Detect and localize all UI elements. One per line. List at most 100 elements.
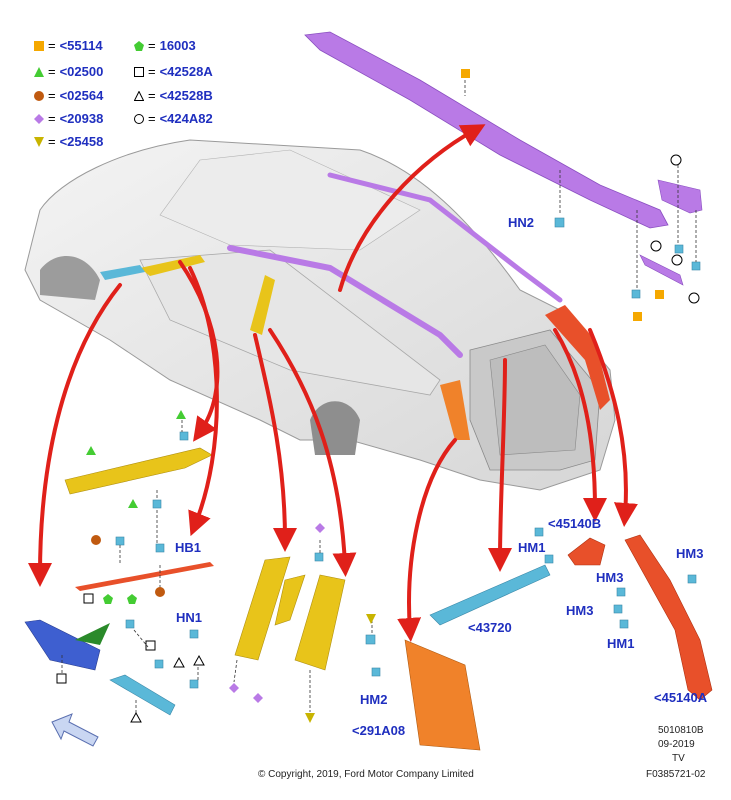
illustration-tv: TV	[672, 753, 685, 764]
leader-arrow-liftgate-upper	[553, 328, 607, 522]
square-outline-icon	[56, 673, 67, 684]
illustration-code: 5010810B	[658, 725, 704, 736]
legend-code: <42528A	[159, 64, 213, 79]
pentagon-icon	[134, 40, 144, 51]
callout-hm1-right: HM1	[607, 636, 635, 651]
sill-trim-green	[75, 623, 110, 645]
pentagon-icon	[127, 594, 137, 604]
diamond-icon	[253, 693, 263, 703]
square-outline-icon	[83, 593, 94, 604]
clip-icon	[674, 244, 684, 254]
clip-icon	[154, 659, 164, 669]
sill-on-body	[100, 265, 145, 280]
triangle-outline-icon	[130, 711, 142, 723]
triangle-outline-icon	[173, 656, 185, 668]
circle-outline-icon	[650, 240, 662, 252]
d-pillar-on-body	[440, 380, 470, 440]
legend-code: <02564	[59, 88, 104, 103]
leader-arrow-header	[178, 260, 220, 442]
leader-arrow-hb1	[188, 266, 219, 537]
callout-hb1: HB1	[175, 540, 202, 555]
callout-hm3-top: HM3	[676, 546, 704, 561]
diamond-icon	[315, 523, 325, 533]
triangle-icon	[128, 499, 138, 508]
front-sill-plate	[24, 619, 101, 671]
clip-icon	[619, 619, 629, 629]
roof-rail-left	[227, 245, 463, 358]
b-pillar-lower-trim	[234, 556, 291, 661]
windshield-header-part	[64, 447, 213, 495]
square-icon	[633, 312, 642, 321]
diamond-icon	[34, 113, 44, 124]
roof-rail-bracket	[639, 254, 684, 286]
legend-item: = <424A82	[134, 111, 213, 126]
callout-hm3-mid: HM3	[596, 570, 624, 585]
leader-arrow-roof	[338, 124, 486, 292]
callout-43720: <43720	[468, 620, 512, 635]
clip-icon	[616, 587, 626, 597]
circle-outline-icon	[671, 254, 683, 266]
b-pillar-seal	[274, 574, 306, 626]
callout-45140a: <45140A	[654, 690, 708, 705]
callout-hm1-left: HM1	[518, 540, 546, 555]
square-icon	[461, 69, 470, 78]
front-direction-arrow-icon	[51, 713, 99, 747]
clip-icon	[125, 619, 135, 629]
clip-icon	[631, 289, 641, 299]
legend-code: 16003	[159, 38, 196, 53]
legend-item: = <42528A	[134, 64, 213, 79]
callout-hm2: HM2	[360, 692, 388, 707]
diagram-symbols	[56, 69, 700, 723]
copyright-notice: © Copyright, 2019, Ford Motor Company Li…	[258, 769, 474, 780]
callout-291a08: <291A08	[352, 723, 406, 738]
legend-item: = <02500	[34, 64, 103, 79]
circle-icon	[34, 90, 44, 101]
square-icon	[34, 40, 44, 51]
callout-hm3-low: HM3	[566, 603, 594, 618]
legend-code: <25458	[59, 134, 104, 149]
clip-icon	[691, 261, 701, 271]
leader-arrow-scuff	[488, 358, 513, 572]
clip-icon	[189, 629, 199, 639]
clip-icon	[534, 527, 544, 537]
callout-hn1: HN1	[176, 610, 203, 625]
clip-icon	[314, 552, 324, 562]
callout-hn2: HN2	[508, 215, 535, 230]
vehicle-body	[24, 139, 616, 491]
diamond-icon	[229, 683, 239, 693]
clip-icon	[152, 499, 162, 509]
rocker-strip-part	[75, 562, 214, 591]
legend-code: <55114	[59, 38, 103, 53]
legend-item: = <02564	[34, 88, 103, 103]
leader-arrow-liftgate-side	[588, 328, 638, 527]
liftgate-side-trim-part	[624, 534, 713, 701]
pentagon-icon	[103, 594, 113, 604]
triangle-icon	[34, 66, 44, 77]
liftgate-trim-on-body	[545, 305, 610, 410]
square-outline-icon	[134, 66, 144, 77]
legend-item: = <55114	[34, 38, 103, 53]
triangle-icon	[86, 446, 96, 455]
illustration-ref: F0385721-02	[646, 769, 706, 780]
legend-item: = <25458	[34, 134, 103, 149]
clip-icon	[189, 679, 199, 689]
triangle-icon	[176, 410, 186, 419]
circle-outline-icon	[688, 292, 700, 304]
fastener-clips	[115, 217, 701, 689]
clip-icon	[155, 543, 165, 553]
liftgate-scuff-part	[429, 564, 551, 626]
leader-arrow-b-pillar-lower	[253, 333, 297, 552]
b-pillar-upper-trim	[294, 574, 346, 671]
callout-45140b: <45140B	[548, 516, 602, 531]
illustration-date: 09-2019	[658, 739, 695, 750]
legend-item: = <42528B	[134, 88, 213, 103]
circle-outline-icon	[670, 154, 682, 166]
circle-icon	[91, 535, 101, 545]
legend-code: <02500	[59, 64, 104, 79]
triangle-outline-icon	[134, 90, 144, 101]
clip-icon	[365, 634, 376, 645]
legend-item: = 16003	[134, 38, 196, 53]
roof-rail-end-cap	[657, 179, 703, 214]
legend-code: <20938	[59, 111, 104, 126]
